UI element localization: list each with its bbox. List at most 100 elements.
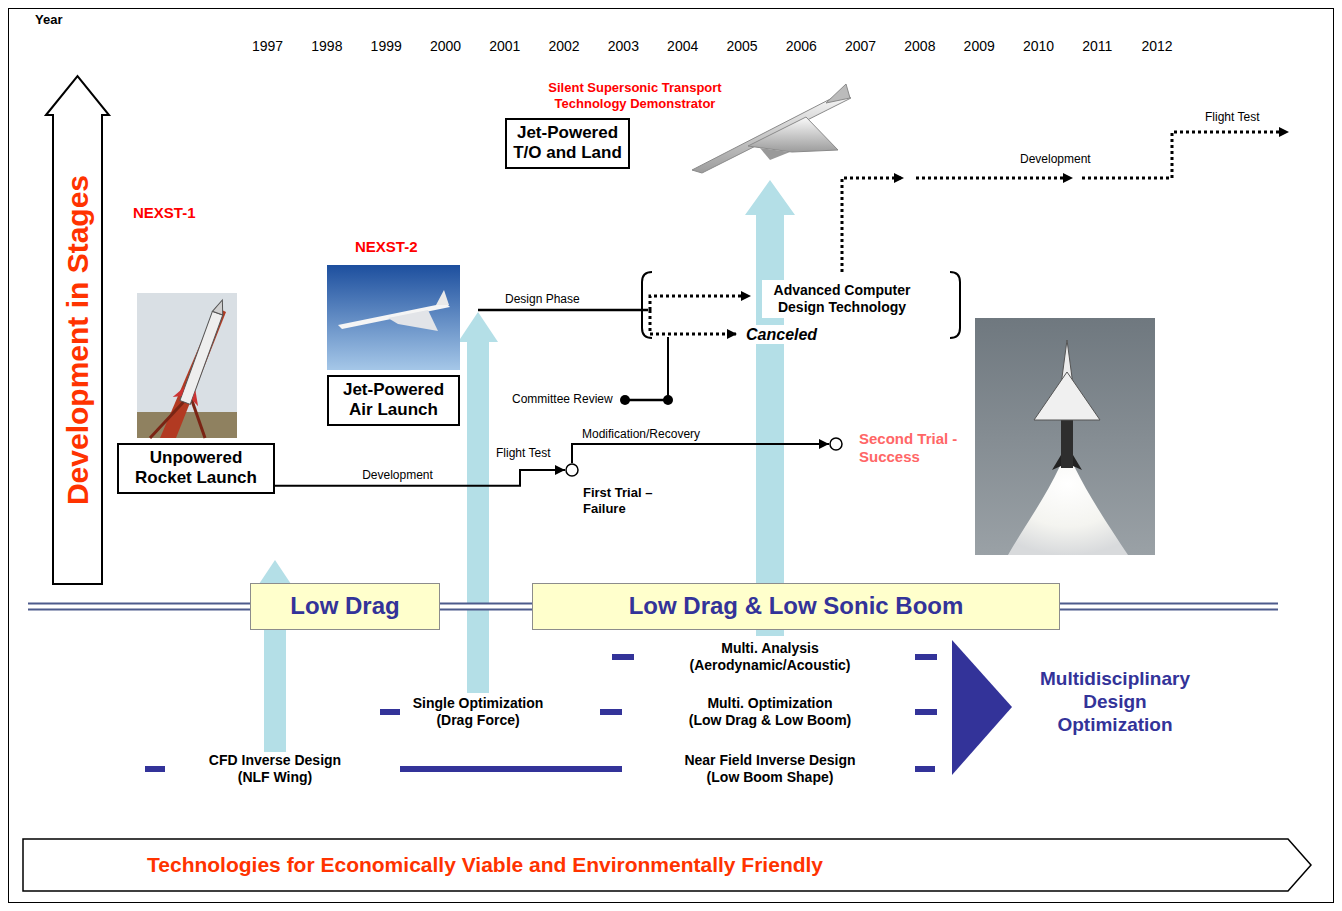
axis-title: Year — [35, 12, 62, 28]
direction-triangle — [952, 640, 1012, 775]
band-text: Low Drag & Low Sonic Boom — [629, 592, 964, 621]
design-phase-line — [478, 309, 648, 312]
box-text: Jet-Powered T/O and Land — [513, 123, 622, 164]
status-label: Canceled — [744, 325, 819, 344]
year-label: 2003 — [608, 38, 639, 55]
double-line-gap — [440, 605, 532, 609]
photo-sky — [975, 318, 1155, 555]
aircraft-intake — [760, 148, 790, 160]
arrow-shape — [23, 839, 1311, 891]
bracket — [950, 272, 960, 338]
milestone-dot — [830, 438, 842, 450]
rocket-fin — [1073, 455, 1082, 470]
exhaust-plume — [1008, 466, 1128, 555]
progress-arrow — [745, 180, 795, 636]
group-text: Advanced Computer Design Technology — [766, 282, 918, 316]
circle-outline — [565, 463, 579, 477]
aircraft-wing — [748, 117, 838, 152]
text-run: (NLF Wing) — [238, 769, 313, 785]
technology-label: Single Optimization (Drag Force) — [403, 695, 553, 729]
rule-line — [28, 609, 250, 611]
year-label: 2009 — [964, 38, 995, 55]
technology-label: Multi. Optimization (Low Drag & Low Boom… — [670, 695, 870, 729]
committee-review-marker — [620, 337, 673, 405]
rocket-fin — [1052, 455, 1061, 470]
timeline-dash — [915, 654, 937, 660]
box-text: Unpowered Rocket Launch — [125, 448, 267, 489]
rocket — [172, 295, 235, 407]
double-line-connector — [440, 603, 532, 611]
year-label: 2007 — [845, 38, 876, 55]
year-label: 2011 — [1082, 38, 1112, 55]
year-label: 2010 — [1023, 38, 1054, 55]
vehicle-name: NEXST-2 — [355, 238, 418, 256]
year-label: 2004 — [667, 38, 698, 55]
year-label: 2001 — [489, 38, 520, 55]
technology-label: Multi. Analysis (Aerodynamic/Acoustic) — [670, 640, 870, 674]
rule-line — [1060, 609, 1278, 611]
timeline-bar — [400, 766, 622, 772]
year-label: 1998 — [311, 38, 342, 55]
rule-line — [1060, 603, 1278, 605]
progress-arrow — [458, 312, 498, 693]
rule-line — [28, 603, 250, 605]
aircraft-body — [692, 93, 851, 173]
band-text: Low Drag — [290, 592, 399, 621]
timeline-dash — [612, 654, 634, 660]
technology-label: CFD Inverse Design (NLF Wing) — [185, 752, 365, 786]
year-label: 2000 — [430, 38, 461, 55]
milestone-text: Second Trial - Success — [859, 430, 971, 466]
text-run: (Drag Force) — [436, 712, 519, 728]
year-label: 1999 — [371, 38, 402, 55]
box-text: Jet-Powered Air Launch — [335, 380, 452, 421]
goal-band: Low Drag — [250, 583, 440, 630]
dotted-arrow — [1082, 132, 1288, 178]
stage-arrow: Development in Stages — [45, 75, 110, 585]
nexst1-photo — [137, 293, 237, 438]
milestone-circle: First Trial – Failure — [565, 463, 579, 477]
edge-label: Development — [360, 468, 435, 482]
dotted-arrow — [842, 178, 903, 272]
year-label: 2012 — [1142, 38, 1173, 55]
aircraft-tail — [436, 290, 449, 305]
rocket-body — [180, 311, 223, 404]
dotted-arrow — [650, 310, 736, 334]
vehicle-caption: Silent Supersonic Transport Technology D… — [545, 80, 725, 111]
year-label: 2005 — [726, 38, 757, 55]
dotted-arrow — [916, 177, 1072, 180]
circle-outline — [829, 437, 843, 451]
launch-photo — [975, 318, 1155, 555]
timeline-dash — [600, 709, 622, 715]
technology-label: Near Field Inverse Design (Low Boom Shap… — [670, 752, 870, 786]
photo-sky — [327, 265, 460, 370]
year-label: 2008 — [904, 38, 935, 55]
rocket-nose — [212, 298, 227, 315]
launcher-strut — [190, 395, 205, 438]
review-line — [625, 399, 668, 402]
process-box: Jet-Powered T/O and Land — [505, 118, 630, 169]
review-dot — [663, 395, 673, 405]
timeline-dash — [380, 709, 400, 715]
edge-label: Modification/Recovery — [580, 427, 702, 441]
arrow-shape — [46, 76, 109, 584]
demonstrator-aircraft — [692, 84, 851, 173]
milestone-label: Committee Review — [512, 392, 613, 406]
text-run: (Aerodynamic/Acoustic) — [689, 657, 850, 673]
aircraft-wing — [388, 310, 438, 331]
theme-arrow: Technologies for Economically Viable and… — [22, 838, 1312, 892]
phase-label: Design Phase — [505, 292, 580, 306]
milestone-text: First Trial – Failure — [583, 485, 665, 516]
year-label: 2006 — [786, 38, 817, 55]
dotted-arrows — [650, 132, 1288, 334]
frame-border — [9, 9, 1334, 903]
milestone-dot — [566, 464, 578, 476]
milestone-circle: Second Trial - Success — [829, 437, 843, 451]
arrow-text: Development in Stages — [60, 175, 96, 505]
rocket-fin — [173, 384, 185, 400]
review-dot — [620, 395, 630, 405]
arrow-text: Technologies for Economically Viable and… — [147, 852, 823, 877]
text-run: (Low Boom Shape) — [707, 769, 834, 785]
phase-label: Flight Test — [494, 446, 552, 460]
goal-label: Multidisciplinary Design Optimization — [1030, 668, 1200, 736]
